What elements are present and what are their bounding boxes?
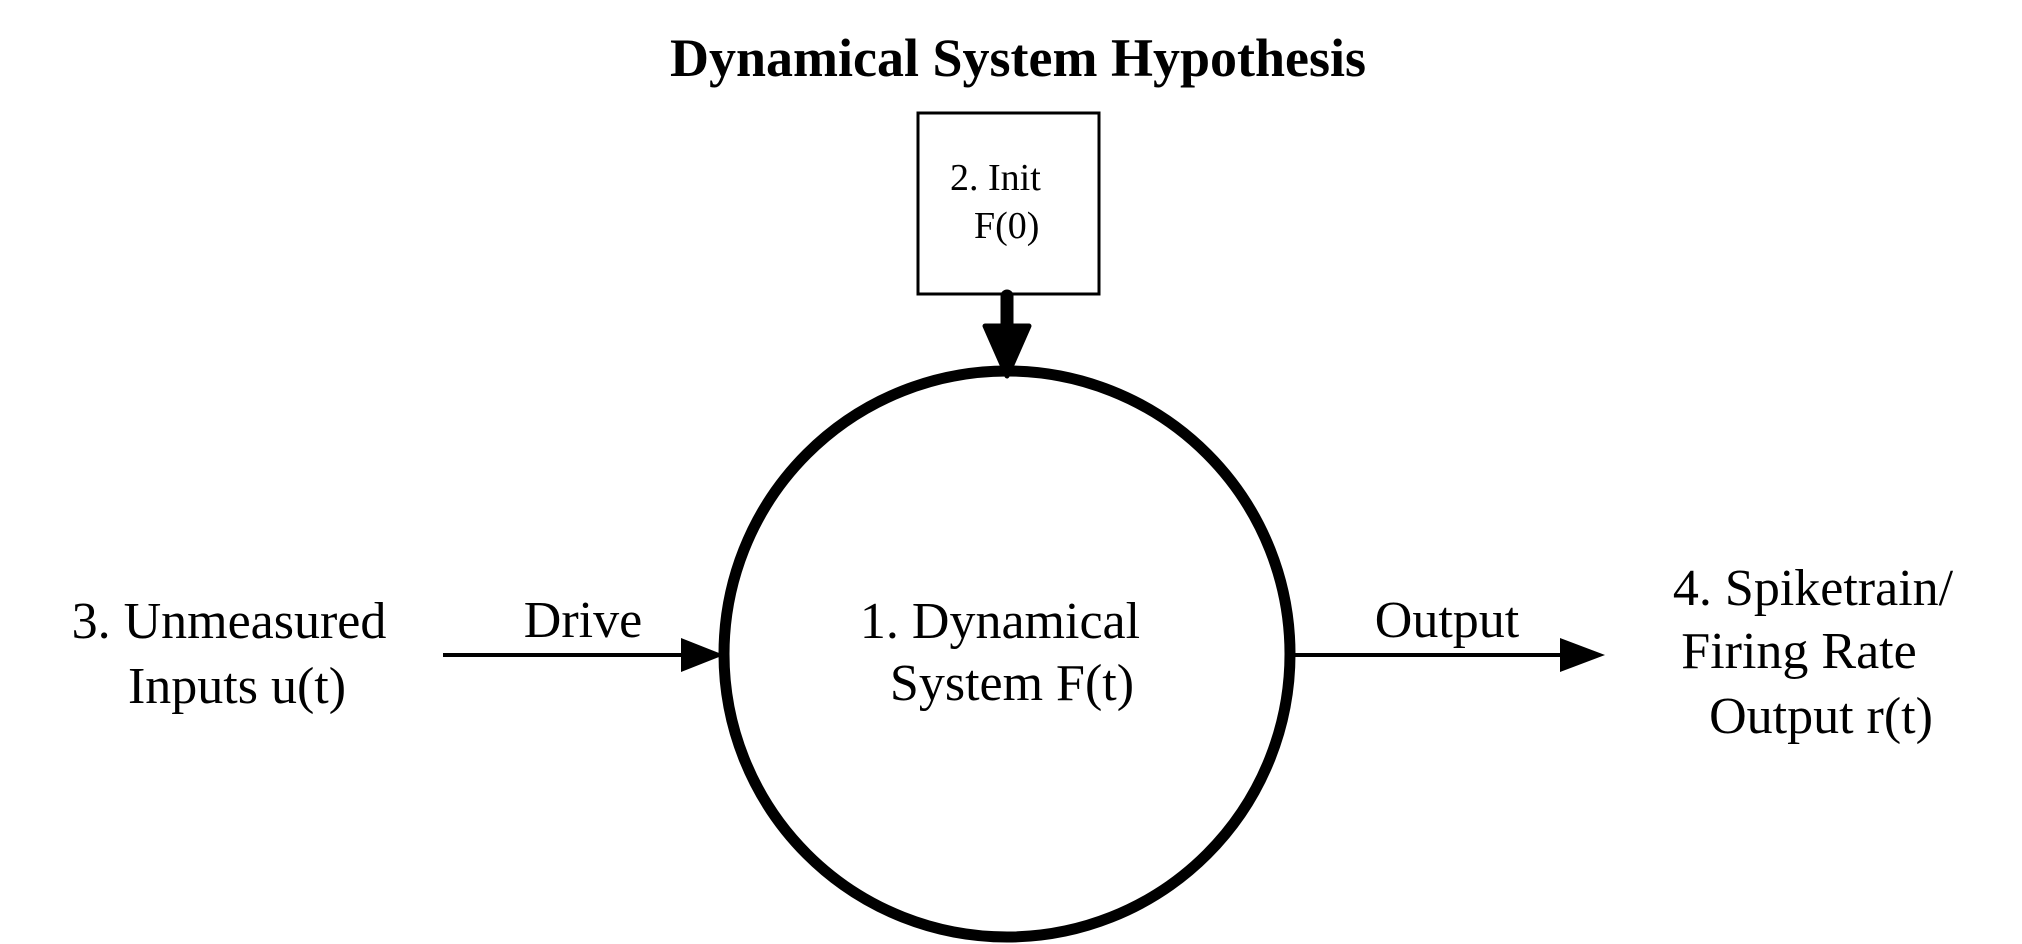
dynamical-system-circle: [718, 365, 1296, 943]
diagram-title: Dynamical System Hypothesis: [670, 28, 1366, 88]
output-label: Output: [1375, 592, 1520, 649]
drive-label: Drive: [524, 592, 642, 649]
inputs-label-line2: Inputs u(t): [128, 658, 346, 715]
init-box-label-line1: 2. Init: [950, 157, 1041, 199]
output-node-line1: 4. Spiketrain/: [1673, 560, 1954, 617]
system-label-line1: 1. Dynamical: [860, 593, 1140, 650]
output-arrow-head: [1560, 638, 1605, 672]
drive-arrow-head: [681, 638, 724, 672]
inputs-label-line1: 3. Unmeasured: [72, 593, 387, 650]
init-box-label-line2: F(0): [974, 205, 1039, 247]
output-node-line3: Output r(t): [1709, 688, 1933, 745]
output-node-line2: Firing Rate: [1681, 623, 1916, 680]
system-label-line2: System F(t): [890, 655, 1134, 712]
init-box: [916, 111, 1101, 296]
init-arrow-head: [982, 323, 1032, 379]
